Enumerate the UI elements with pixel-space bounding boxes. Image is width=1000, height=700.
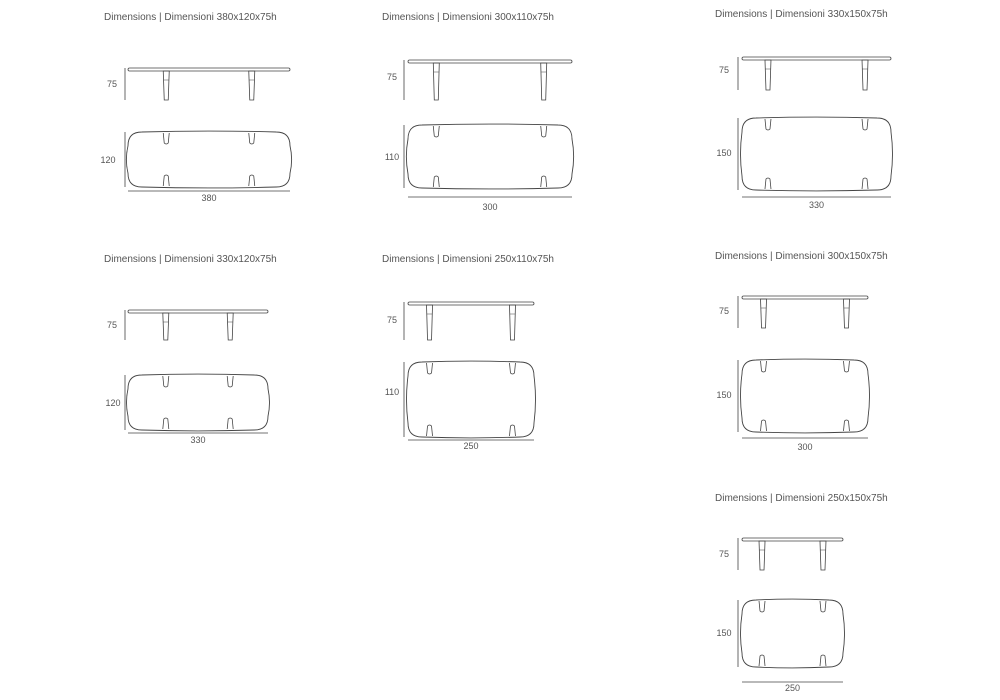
height-label: 75 (718, 549, 730, 559)
plan-view-leg (760, 360, 767, 373)
height-label: 75 (718, 65, 730, 75)
height-label: 75 (106, 79, 118, 89)
plan-view-leg (432, 175, 440, 188)
side-view-tabletop (127, 309, 269, 314)
plan-view-tabletop (126, 373, 270, 432)
plan-view-tabletop (740, 358, 870, 434)
plan-view-leg (162, 417, 170, 430)
plan-view-tabletop (125, 130, 293, 189)
side-view-leg (162, 70, 170, 101)
plan-view-leg (861, 118, 869, 131)
plan-view-tabletop (405, 123, 575, 190)
side-view-leg (764, 59, 772, 91)
depth-label: 150 (716, 390, 732, 400)
height-label: 75 (386, 315, 398, 325)
depth-label: 150 (716, 628, 732, 638)
length-label: 250 (463, 441, 479, 451)
plan-view-leg (760, 419, 767, 432)
length-label: 250 (784, 683, 801, 693)
dimension-title: Dimensions | Dimensioni 250x110x75h (382, 254, 554, 265)
plan-view-leg (843, 360, 850, 373)
height-label: 75 (106, 320, 118, 330)
plan-view-leg (162, 132, 170, 145)
dimension-title: Dimensions | Dimensioni 300x110x75h (382, 12, 554, 23)
length-label: 380 (201, 193, 217, 203)
side-view-leg (843, 298, 850, 329)
plan-view-leg (758, 600, 766, 613)
plan-view-leg (432, 125, 440, 138)
side-view-leg (819, 540, 827, 571)
plan-view-leg (861, 177, 869, 190)
plan-view-leg (540, 175, 548, 188)
plan-view-leg (764, 118, 772, 131)
plan-view-leg (426, 424, 433, 437)
plan-view-leg (509, 424, 516, 437)
length-label: 300 (482, 202, 498, 212)
depth-label: 150 (716, 148, 732, 158)
side-view-tabletop (127, 67, 291, 72)
plan-view-leg (843, 419, 850, 432)
plan-view-leg (248, 132, 256, 145)
side-view-leg (758, 540, 766, 571)
side-view-leg (248, 70, 256, 101)
side-view-leg (162, 312, 170, 341)
plan-view-leg (764, 177, 772, 190)
dimension-title: Dimensions | Dimensioni 330x120x75h (104, 254, 277, 265)
length-label: 330 (808, 200, 825, 210)
plan-view-leg (162, 375, 170, 388)
plan-view-leg (426, 362, 433, 375)
side-view-leg (540, 62, 548, 101)
depth-label: 120 (100, 155, 116, 165)
plan-view-tabletop (740, 116, 893, 192)
side-view-leg (760, 298, 767, 329)
plan-view-leg (226, 417, 234, 430)
height-label: 75 (386, 72, 398, 82)
height-label: 75 (718, 306, 730, 316)
side-view-tabletop (741, 295, 869, 300)
side-view-leg (226, 312, 234, 341)
plan-view-tabletop (406, 360, 536, 439)
side-view-leg (509, 304, 516, 341)
plan-view-leg (540, 125, 548, 138)
plan-view-leg (819, 600, 827, 613)
plan-view-leg (819, 654, 827, 667)
plan-view-leg (248, 174, 256, 187)
side-view-leg (426, 304, 433, 341)
side-view-leg (432, 62, 440, 101)
side-view-tabletop (741, 537, 844, 542)
side-view-tabletop (407, 59, 573, 64)
depth-label: 110 (384, 152, 400, 162)
length-label: 330 (190, 435, 206, 445)
side-view-tabletop (407, 301, 535, 306)
plan-view-leg (509, 362, 516, 375)
dimension-title: Dimensions | Dimensioni 250x150x75h (715, 493, 888, 504)
side-view-tabletop (741, 56, 892, 61)
depth-label: 110 (384, 387, 400, 397)
dimension-title: Dimensions | Dimensioni 300x150x75h (715, 251, 888, 262)
plan-view-leg (162, 174, 170, 187)
length-label: 300 (797, 442, 813, 452)
plan-view-leg (758, 654, 766, 667)
plan-view-leg (226, 375, 234, 388)
plan-view-tabletop (740, 598, 845, 669)
side-view-leg (861, 59, 869, 91)
dimension-title: Dimensions | Dimensioni 330x150x75h (715, 9, 888, 20)
depth-label: 120 (105, 398, 121, 408)
dimension-title: Dimensions | Dimensioni 380x120x75h (104, 12, 277, 23)
